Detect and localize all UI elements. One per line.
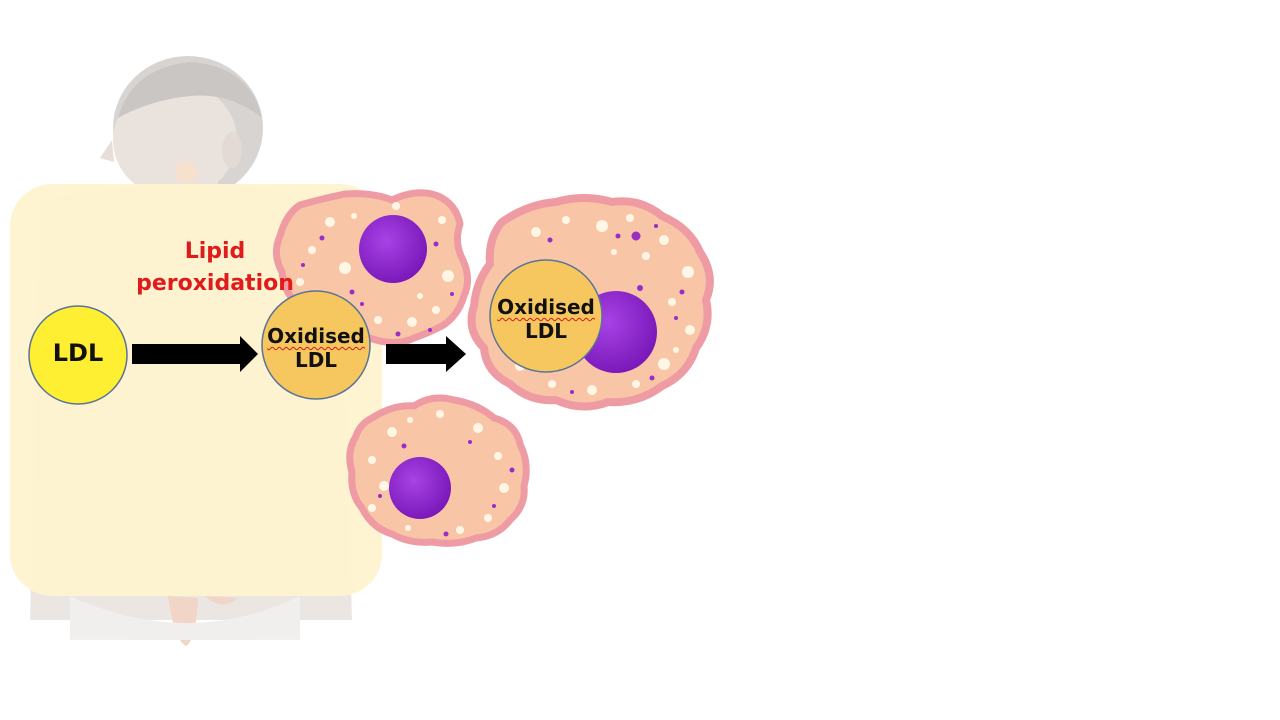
oxidised-ldl-particle: [261, 290, 371, 400]
engulfed-ldl-label: Oxidised LDL: [488, 295, 604, 343]
engulfed-oxidised-ldl-particle: [489, 259, 603, 373]
process-label: Lipid peroxidation: [120, 236, 310, 300]
macrophage-cell-bottom: [346, 394, 530, 547]
oxidised-ldl-label: Oxidised LDL: [258, 324, 374, 372]
engulfed-ldl-line1: Oxidised: [497, 295, 595, 319]
process-label-line2: peroxidation: [136, 270, 294, 296]
oxidised-ldl-line2: LDL: [294, 348, 338, 372]
process-label-line1: Lipid: [184, 239, 246, 264]
ldl-label: LDL: [52, 339, 104, 367]
ldl-particle: [28, 305, 128, 405]
arrow-right-icon: [132, 336, 258, 372]
arrow-right-icon-2: [386, 336, 466, 372]
engulfed-ldl-line2: LDL: [524, 319, 568, 343]
oxidised-ldl-line1: Oxidised: [267, 324, 365, 348]
